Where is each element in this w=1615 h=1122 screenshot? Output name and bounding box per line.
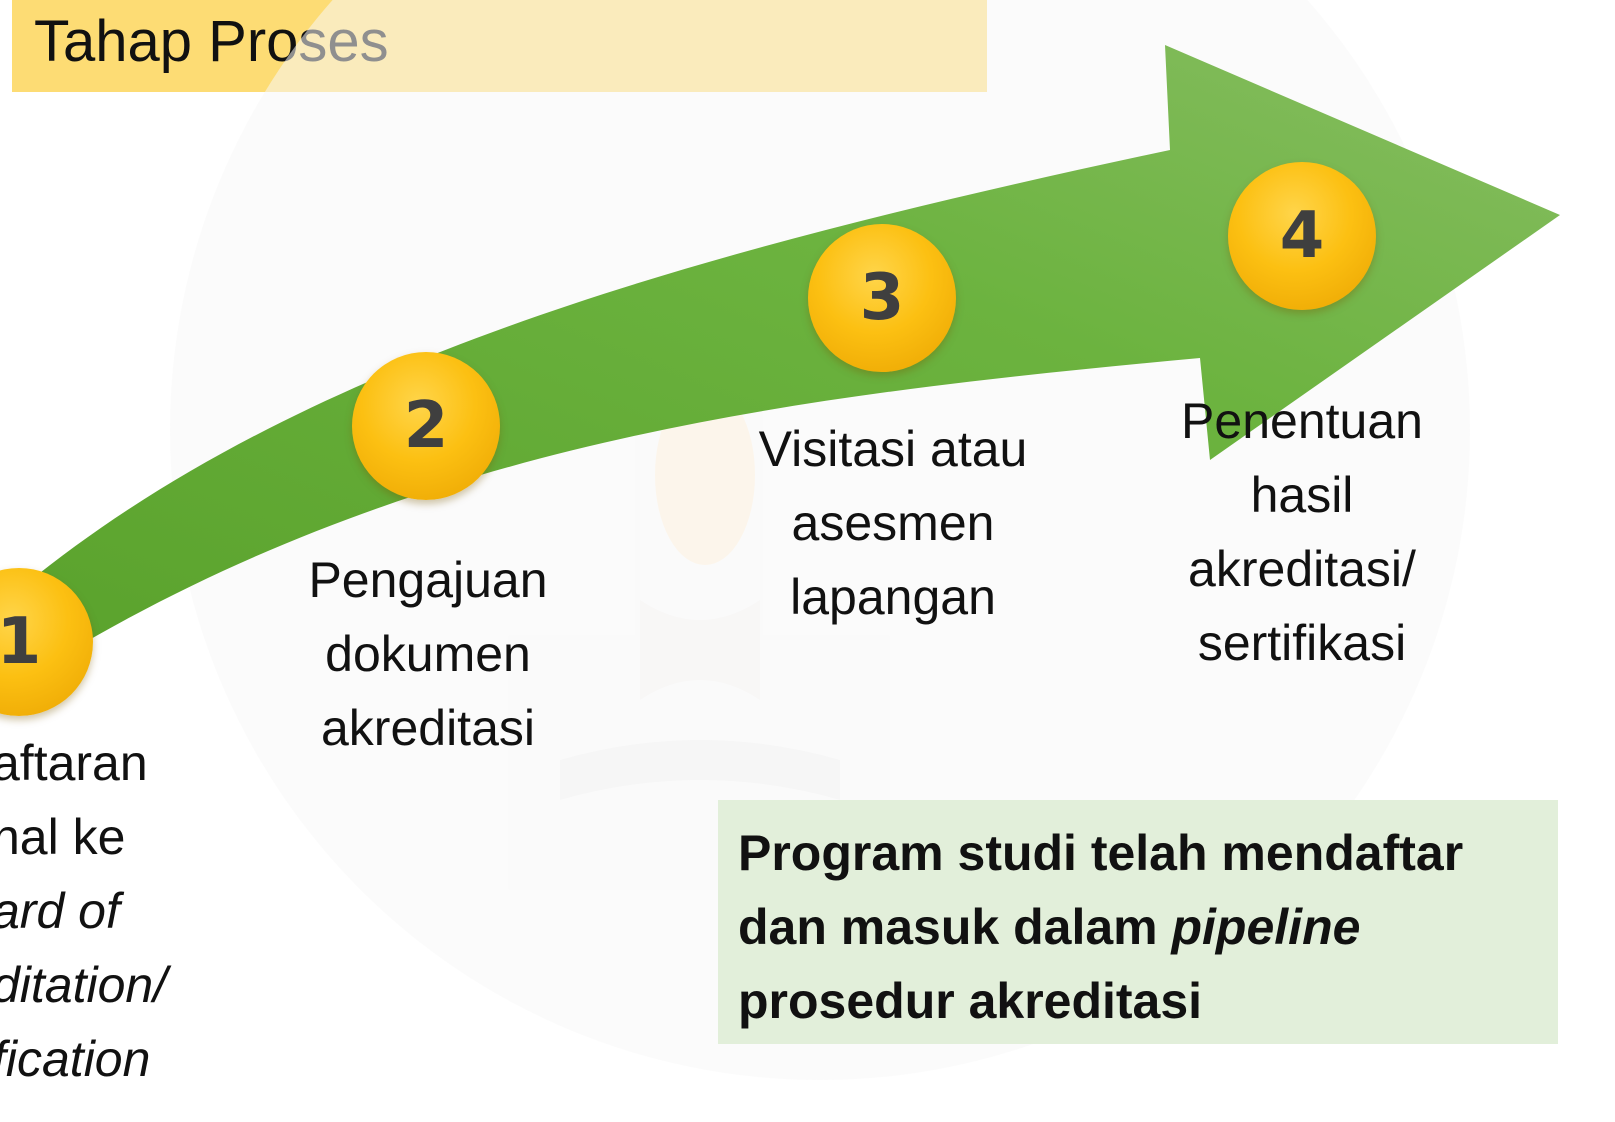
step-1-line: nal ke xyxy=(0,809,126,865)
step-1-line: fication xyxy=(0,1031,151,1087)
step-2-label: Pengajuan dokumen akreditasi xyxy=(278,543,578,765)
note-line-italic: pipeline xyxy=(1171,899,1361,955)
step-3-number: 3 xyxy=(859,261,905,335)
step-4-number: 4 xyxy=(1279,199,1325,273)
note-line-prefix: dan masuk dalam xyxy=(738,899,1172,955)
step-4-line: akreditasi/ xyxy=(1188,541,1416,597)
step-1-line: ditation/ xyxy=(0,957,168,1013)
step-1-label: aftaran nal ke ard of ditation/ fication xyxy=(0,726,167,1096)
status-note: Program studi telah mendaftar dan masuk … xyxy=(718,800,1558,1044)
step-2-line: Pengajuan xyxy=(308,552,548,608)
step-3-line: asesmen xyxy=(791,495,995,551)
step-3-line: lapangan xyxy=(790,569,996,625)
step-4-line: hasil xyxy=(1250,467,1354,523)
step-4-line: sertifikasi xyxy=(1197,615,1407,671)
step-2-line: dokumen xyxy=(325,626,531,682)
note-line: Program studi telah mendaftar xyxy=(738,825,1464,881)
step-2-circle: 2 xyxy=(352,352,500,500)
note-line: prosedur akreditasi xyxy=(738,973,1203,1029)
step-3-line: Visitasi atau xyxy=(758,421,1028,477)
step-1-number: 1 xyxy=(0,605,42,679)
note-line: dan masuk dalam pipeline xyxy=(738,890,1463,964)
status-note-text: Program studi telah mendaftar dan masuk … xyxy=(738,816,1463,1038)
step-4-circle: 4 xyxy=(1228,162,1376,310)
step-1-line: aftaran xyxy=(0,735,148,791)
process-arrow xyxy=(25,45,1560,660)
step-3-circle: 3 xyxy=(808,224,956,372)
step-4-label: Penentuan hasil akreditasi/ sertifikasi xyxy=(1152,384,1452,680)
step-4-line: Penentuan xyxy=(1181,393,1423,449)
step-2-number: 2 xyxy=(403,389,449,463)
step-1-line: ard of xyxy=(0,883,120,939)
step-3-label: Visitasi atau asesmen lapangan xyxy=(728,412,1058,634)
step-2-line: akreditasi xyxy=(321,700,535,756)
